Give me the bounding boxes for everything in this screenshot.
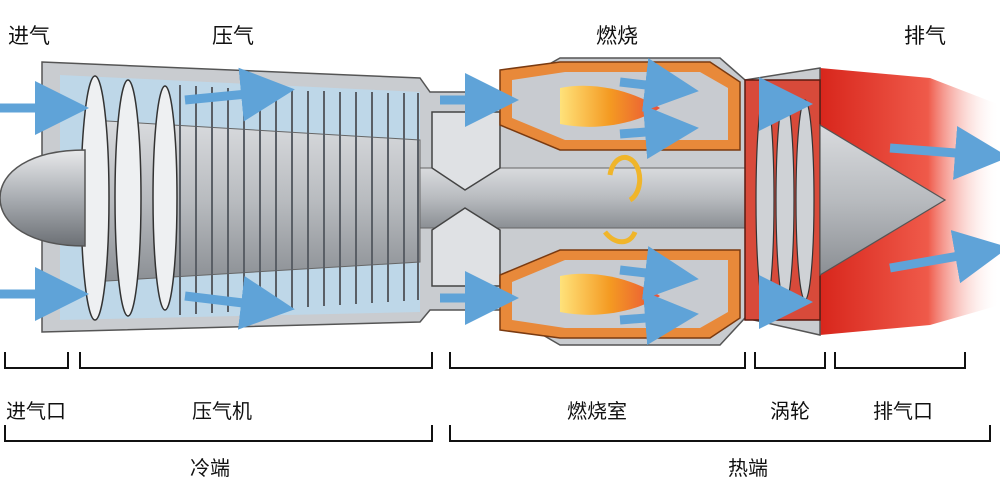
diffuser-struts xyxy=(431,111,501,287)
compression-label: 压气 xyxy=(212,24,254,48)
turbine-section-label: 涡轮 xyxy=(770,399,810,423)
intake-label: 进气 xyxy=(8,24,50,48)
flame-icon xyxy=(560,85,660,315)
combustor-section-label: 燃烧室 xyxy=(567,399,627,423)
exhaust-cone xyxy=(819,123,947,277)
fan-stages xyxy=(80,75,178,321)
nose-spinner xyxy=(0,149,86,247)
inlet-section-label: 进气口 xyxy=(6,399,66,423)
cold-end-label: 冷端 xyxy=(190,456,230,480)
rotation-arrow-icon xyxy=(603,154,643,245)
section-brackets xyxy=(4,352,966,369)
combustion-label: 燃烧 xyxy=(596,24,638,48)
group-brackets xyxy=(4,425,991,442)
compressor-blades xyxy=(179,85,419,315)
airflow-arrow-icon xyxy=(0,58,1000,345)
compressor-section-label: 压气机 xyxy=(192,399,252,423)
exhaust-label: 排气 xyxy=(904,24,946,48)
turbine-section xyxy=(744,79,821,321)
nozzle-section-label: 排气口 xyxy=(873,399,933,423)
hot-end-label: 热端 xyxy=(728,456,768,480)
